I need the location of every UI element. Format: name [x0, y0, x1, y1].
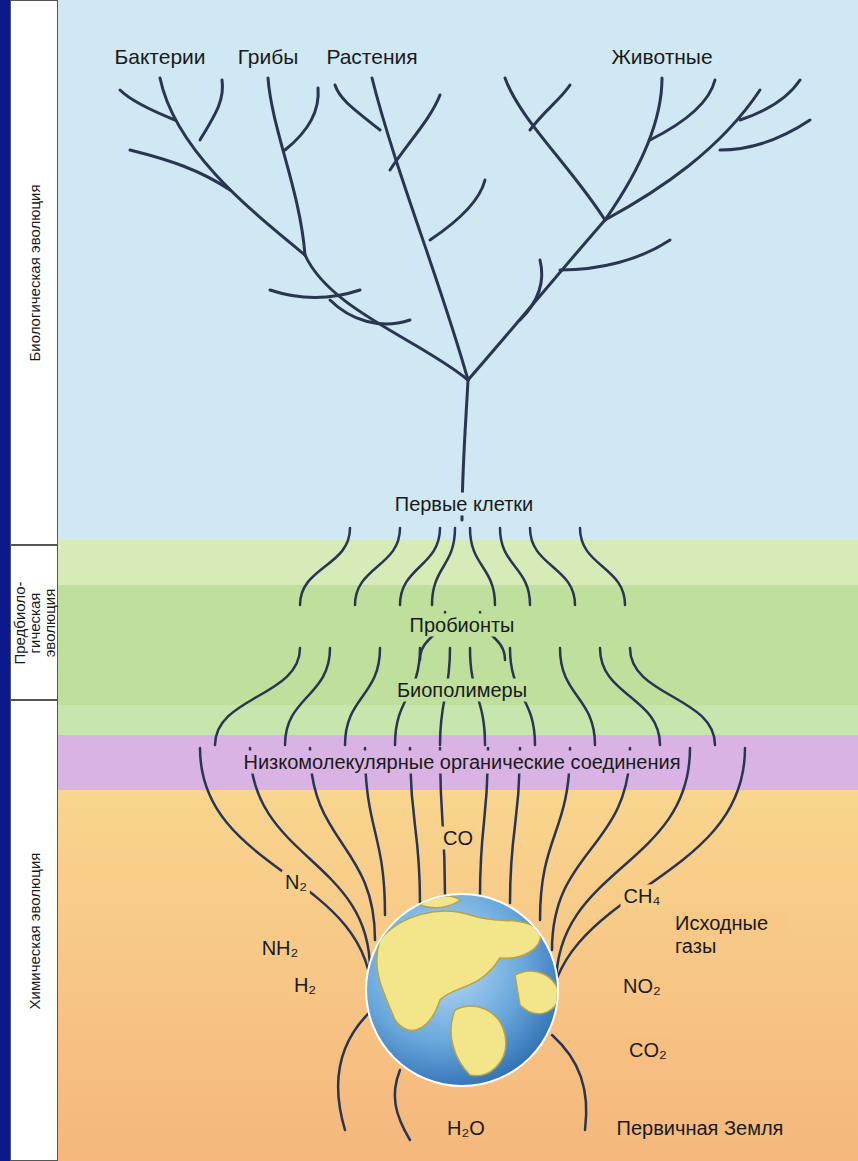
continent: [515, 971, 560, 1014]
stage-label: Предбиоло- гическая эволюция: [12, 573, 57, 673]
continent: [451, 1006, 506, 1076]
tree-label: CO: [440, 827, 476, 850]
branch-line: [432, 528, 455, 605]
branch-line: [552, 748, 630, 950]
tree-label: NH₂: [259, 937, 302, 960]
tree-label: Исходные газы: [672, 912, 788, 958]
tree-label: Растения: [323, 45, 420, 69]
stage-cell: Предбиоло- гическая эволюция: [10, 545, 58, 700]
branch-line: [500, 528, 530, 605]
branch-line: [548, 748, 745, 1025]
band-light-green: [10, 540, 858, 585]
branch-line: [285, 88, 318, 150]
branch-line: [372, 78, 468, 380]
stage-label: Биологическая эволюция: [27, 53, 42, 493]
tree-label: H₂: [291, 974, 319, 997]
band-mint: [10, 705, 858, 735]
branch-line: [200, 80, 223, 140]
branch-line: [470, 528, 495, 605]
tree-label: Первичная Земля: [614, 1117, 787, 1140]
branch-line: [355, 528, 400, 605]
tree-label: Бактерии: [111, 45, 208, 69]
branch-line: [720, 120, 810, 150]
branch-line: [605, 90, 760, 220]
tree-label: N₂: [282, 871, 310, 894]
tree-label: NO₂: [620, 975, 664, 998]
branch-line: [200, 748, 372, 1000]
branch-line: [630, 648, 715, 745]
tree-label: H₂O: [444, 1117, 488, 1140]
stage-cell: Биологическая эволюция: [10, 0, 58, 545]
globe-continents: [377, 896, 560, 1076]
branch-line: [556, 748, 690, 985]
branch-line: [305, 255, 468, 380]
branch-line: [468, 220, 605, 380]
branch-line: [130, 150, 230, 190]
branch-line: [740, 80, 800, 120]
branch-line: [600, 648, 660, 745]
branch-line: [335, 85, 380, 130]
branch-line: [530, 85, 570, 130]
tree-label: Животные: [608, 45, 715, 69]
stage-label: Химическая эволюция: [27, 731, 42, 1131]
tree-branches: [120, 78, 810, 1140]
tree-label: Первые клетки: [392, 493, 537, 516]
branch-line: [580, 528, 625, 605]
tree-label: CO₂: [626, 1039, 670, 1062]
branch-line: [268, 78, 305, 255]
stage-cell: Химическая эволюция: [10, 700, 58, 1161]
branch-line: [560, 648, 595, 745]
branch-line: [345, 648, 380, 745]
branch-line: [430, 180, 485, 240]
branch-line: [338, 1010, 372, 1130]
tree-label: Низкомолекулярные органические соединени…: [240, 751, 683, 774]
branch-line: [120, 90, 175, 120]
branch-line: [650, 80, 715, 140]
globe-rim: [365, 893, 559, 1087]
branch-line: [270, 290, 360, 298]
branch-line: [552, 1035, 586, 1130]
branch-line: [540, 748, 570, 920]
branch-line: [605, 78, 662, 220]
tree-label: Биополимеры: [394, 679, 530, 702]
tree-label: Грибы: [235, 45, 302, 69]
branch-line: [530, 528, 575, 605]
branch-line: [560, 240, 670, 270]
tree-label: CH₄: [620, 885, 663, 908]
earth-globe: [365, 893, 560, 1087]
continent: [420, 896, 460, 908]
branch-line: [505, 78, 605, 220]
tree-label: Пробионты: [407, 614, 518, 637]
branch-line: [390, 95, 440, 170]
branch-line: [330, 300, 410, 324]
branch-line: [300, 528, 350, 605]
branch-line: [285, 648, 330, 745]
branch-line: [395, 1070, 410, 1140]
branch-line: [520, 260, 542, 320]
